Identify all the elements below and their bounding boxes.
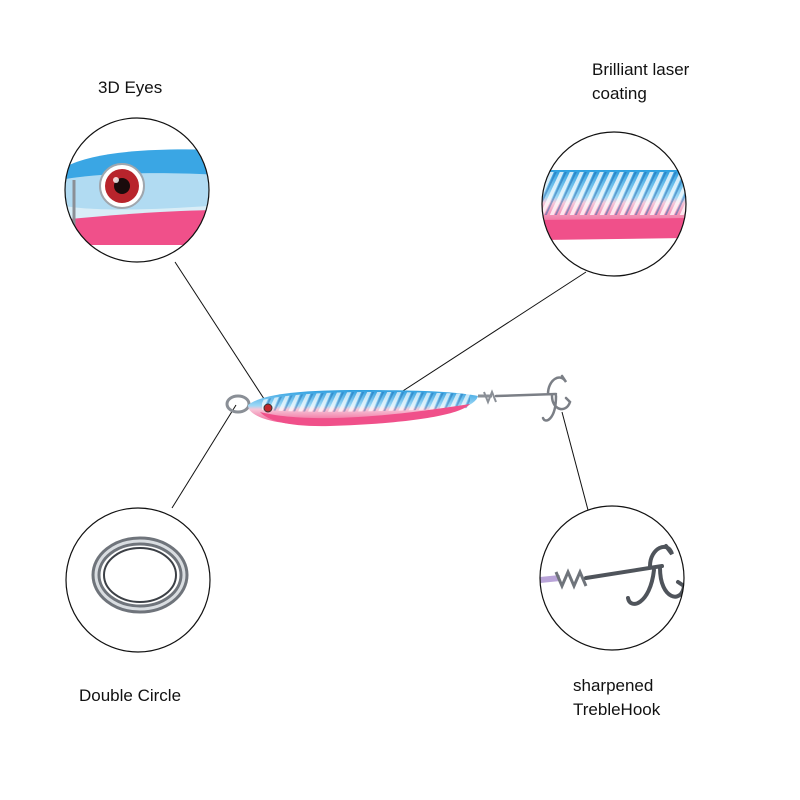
laser-leader-line [391,271,587,399]
laser-coating-label-line1: Brilliant laser [592,60,690,79]
eyes-detail-circle [64,117,210,263]
ring-leader-line [171,404,237,509]
main-lure-laser [262,392,470,412]
treble-hook-label-line1: sharpened [573,676,654,695]
eyes-label: 3D Eyes [98,78,163,97]
main-hook [494,374,572,422]
treble-hook-label: sharpened TrebleHook [573,674,660,722]
ring-detail-circle [65,507,211,653]
main-hook-spring [483,389,497,405]
laser-detail-circle [541,131,687,277]
laser-coating-label: Brilliant laser coating [592,58,689,106]
main-lure [225,374,572,427]
hook-spring [554,568,588,590]
laser-coating-label-line2: coating [592,84,647,103]
main-ring [225,394,251,414]
main-lure-eye [263,403,273,413]
hook-detail-circle [539,505,685,651]
double-circle-label: Double Circle [79,686,182,705]
treble-hook-label-line2: TrebleHook [573,700,661,719]
hook-leader-line [561,411,589,511]
main-lure-belly [260,404,470,427]
eyes-leader-line [174,261,271,409]
treble-hook [584,544,684,606]
